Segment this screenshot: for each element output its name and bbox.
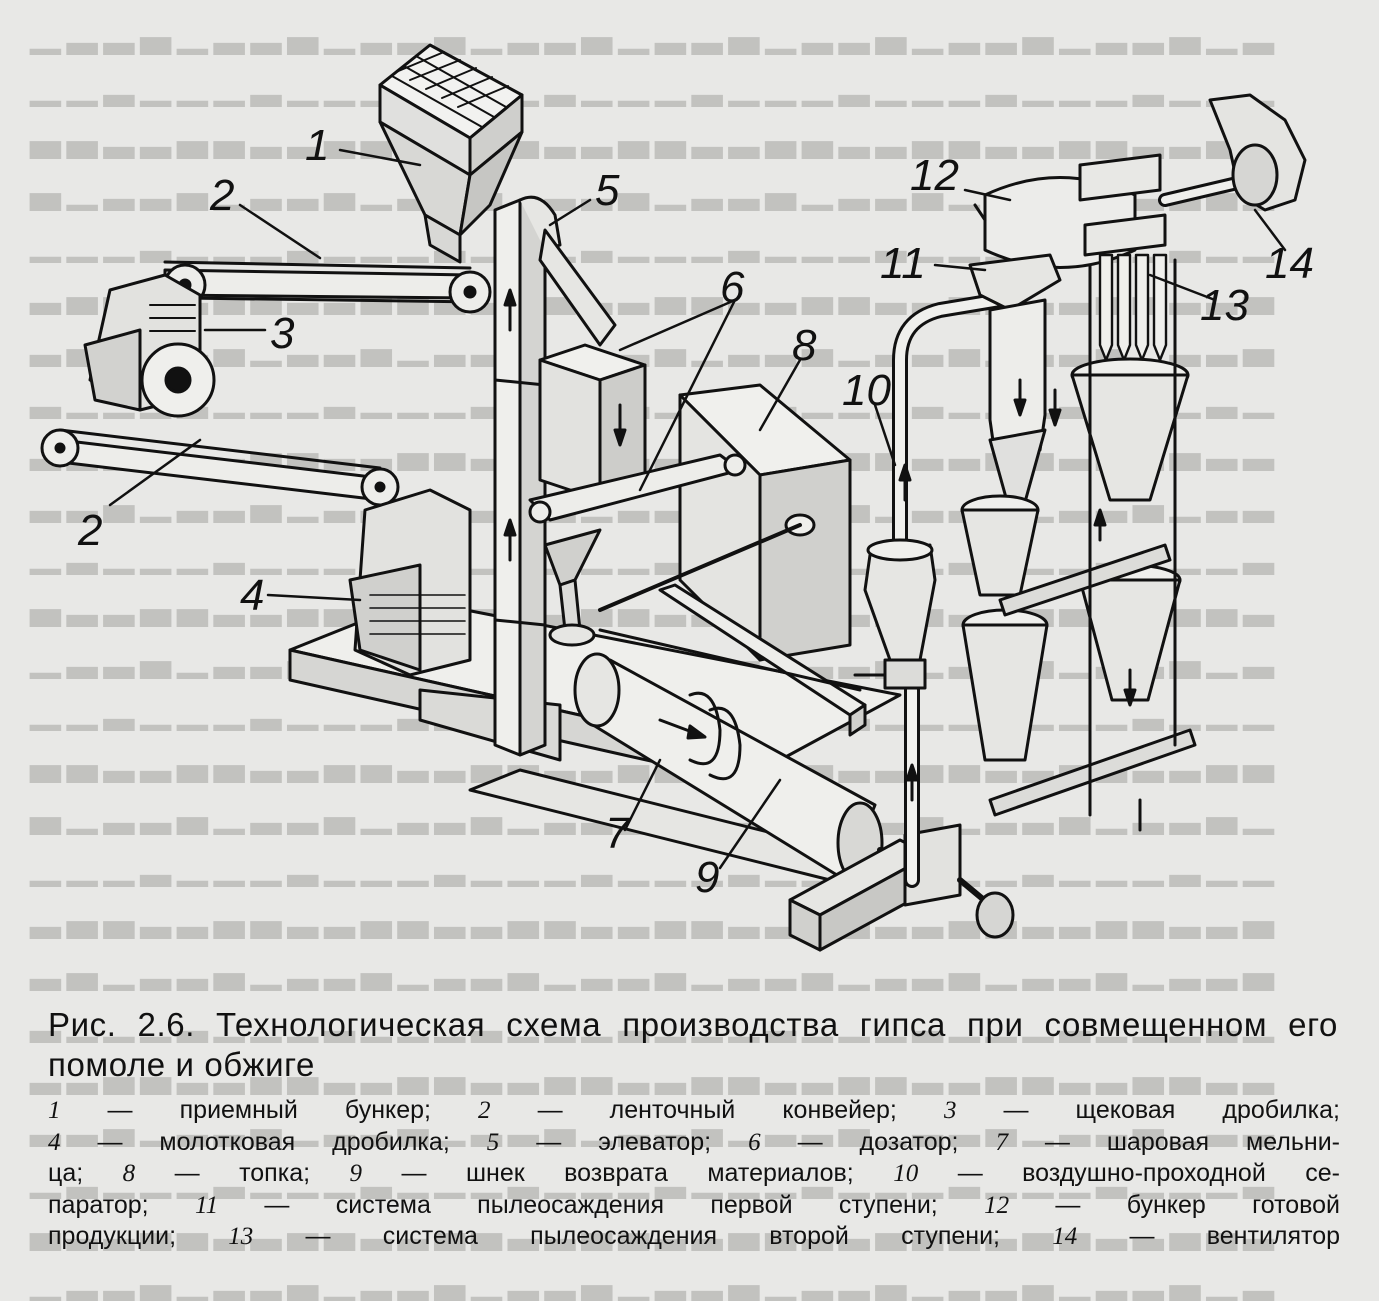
label-9: 9 <box>695 853 719 902</box>
label-12: 12 <box>910 151 959 200</box>
legend-entry: 13 — система пылеосаждения второй ступен… <box>228 1222 1000 1250</box>
legend-line: ца; 8 — топка; 9 — шнек возврата материа… <box>48 1158 1340 1190</box>
label-11: 11 <box>880 239 926 288</box>
label-4: 4 <box>240 571 264 620</box>
process-diagram: 1 2 2 3 4 5 6 7 8 9 10 11 12 13 14 <box>40 43 1314 952</box>
bucket-elevator <box>493 195 617 757</box>
label-3: 3 <box>270 309 295 358</box>
figure-caption: Рис. 2.6. Технологическая схема производ… <box>48 1006 1338 1083</box>
legend-line: 1 — приемный бункер; 2 — ленточный конве… <box>48 1095 1340 1127</box>
lower-belt-conveyor <box>40 428 400 507</box>
legend-line: 4 — молотковая дробилка; 5 — элеватор; 6… <box>48 1127 1340 1159</box>
figure-legend: 1 — приемный бункер; 2 — ленточный конве… <box>48 1095 1340 1253</box>
label-14: 14 <box>1265 239 1314 288</box>
label-7: 7 <box>605 809 631 858</box>
legend-entry: паратор; <box>48 1190 149 1219</box>
label-10: 10 <box>842 366 891 415</box>
legend-entry: 3 — щековая дробилка; <box>943 1096 1340 1124</box>
legend-line: продукции; 13 — система пылеосаждения вт… <box>48 1221 1340 1253</box>
legend-entry: 9 — шнек возврата материалов; <box>349 1159 854 1187</box>
ball-mill <box>573 652 932 952</box>
legend-entry: ца; <box>48 1159 84 1187</box>
legend-entry: 12 — бункер готовой <box>984 1190 1341 1219</box>
label-8: 8 <box>792 321 817 370</box>
dust-settling-stage-1 <box>960 253 1062 762</box>
legend-entry: 8 — топка; <box>122 1159 311 1187</box>
receiving-hopper <box>378 43 524 264</box>
label-13: 13 <box>1200 281 1249 330</box>
support-frame <box>988 258 1197 832</box>
return-screw <box>598 583 867 737</box>
legend-entry: 7 — шаровая мельни- <box>995 1127 1341 1156</box>
jaw-crusher <box>83 273 216 418</box>
legend-entry: 14 — вентилятор <box>1052 1222 1341 1250</box>
legend-line: паратор; 11 — система пылеосаждения перв… <box>48 1190 1340 1222</box>
label-5: 5 <box>595 166 620 215</box>
label-2-lower: 2 <box>77 506 102 555</box>
fan <box>1158 93 1307 212</box>
legend-entry: 5 — элеватор; <box>486 1127 712 1156</box>
label-1: 1 <box>305 121 329 170</box>
hammer-crusher <box>348 488 472 677</box>
upper-belt-conveyor <box>163 260 492 314</box>
mill-drive-motor <box>903 823 1015 939</box>
legend-entry: 4 — молотковая дробилка; <box>48 1127 450 1156</box>
legend-entry: продукции; <box>48 1222 177 1250</box>
label-6: 6 <box>720 263 745 312</box>
air-separator <box>853 292 1008 888</box>
legend-entry: 10 — воздушно-проходной се- <box>893 1159 1341 1187</box>
legend-entry: 2 — ленточный конвейер; <box>478 1096 897 1124</box>
bleed-line: ▁▂▂▃▁▂▂▃▁▂▂▃▁▂▂▃▁▂▂▃▁▂▂▃▁▂▂▃▁▂▂▃▁▂ <box>30 1257 1280 1301</box>
dosing-feeder <box>528 343 747 647</box>
label-2-upper: 2 <box>209 171 234 220</box>
legend-entry: 1 — приемный бункер; <box>48 1096 431 1124</box>
legend-entry: 11 — система пылеосаждения первой ступен… <box>194 1190 938 1219</box>
callout-labels: 1 2 2 3 4 5 6 7 8 9 10 11 12 13 14 <box>77 121 1314 902</box>
leader-lines <box>108 148 1287 870</box>
legend-entry: 6 — дозатор; <box>748 1127 959 1156</box>
